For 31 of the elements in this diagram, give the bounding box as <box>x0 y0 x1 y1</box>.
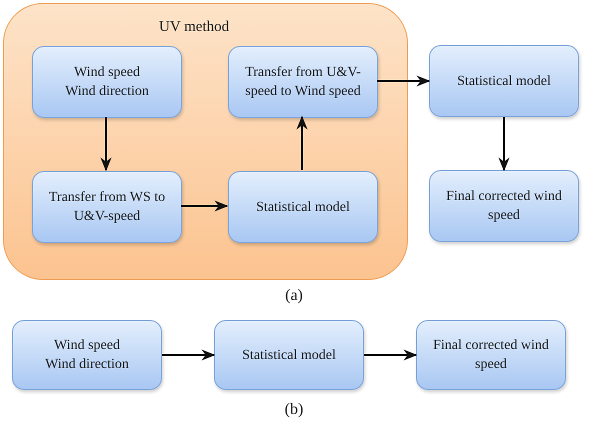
process-box <box>32 46 182 118</box>
process-box <box>416 320 566 390</box>
arrow <box>100 117 112 172</box>
arrow <box>377 75 430 87</box>
group-panel <box>3 3 408 280</box>
arrow <box>181 200 228 212</box>
arrow <box>498 117 510 172</box>
box-text: Transfer from U&V-speed to Wind speed <box>244 64 362 101</box>
box-text: Statistical model <box>457 72 551 90</box>
process-box <box>214 320 364 390</box>
process-box <box>228 171 378 243</box>
panel-label: (a) <box>285 286 303 306</box>
box-text: Final corrected wind speed <box>445 188 563 225</box>
process-box <box>12 320 162 390</box>
box-text: Statistical model <box>256 198 350 216</box>
box-text: Final corrected wind speed <box>432 337 550 374</box>
process-box <box>32 171 182 243</box>
process-box <box>429 45 579 117</box>
box-text: Wind direction <box>45 356 129 374</box>
box-text: Wind direction <box>65 83 149 101</box>
box-text: Wind speed <box>54 337 120 355</box>
arrow <box>364 349 418 361</box>
arrow <box>162 349 216 361</box>
box-text: Statistical model <box>242 346 336 364</box>
box-text: Transfer from WS to U&V-speed <box>48 189 166 226</box>
process-box <box>228 46 378 118</box>
box-text: Wind speed <box>74 64 140 82</box>
group-title: UV method <box>159 18 230 37</box>
arrow <box>296 116 308 170</box>
panel-label: (b) <box>284 400 304 420</box>
process-box <box>429 170 579 242</box>
